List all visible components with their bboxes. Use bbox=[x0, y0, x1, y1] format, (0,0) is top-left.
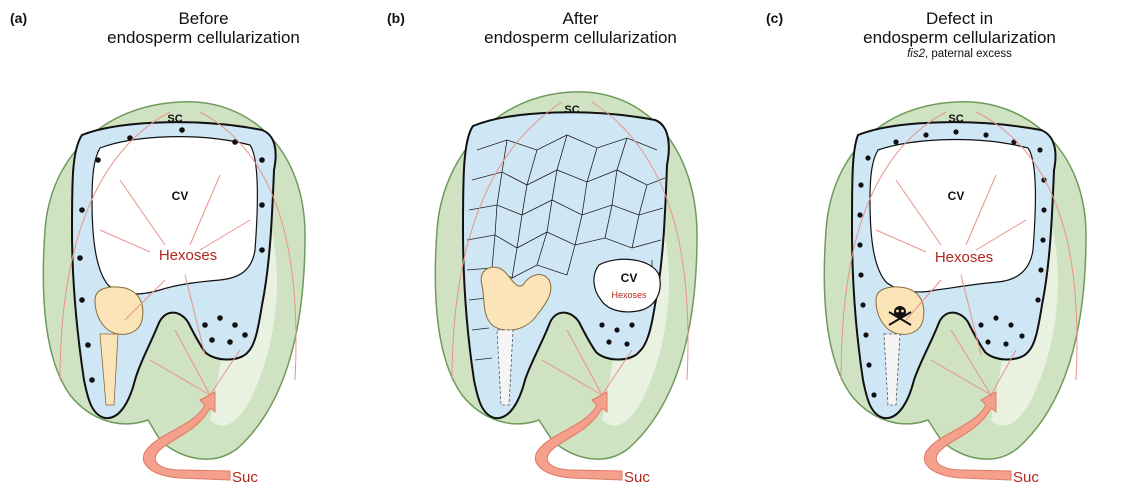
label-suc: Suc bbox=[1013, 469, 1039, 486]
label-suc: Suc bbox=[232, 469, 258, 486]
panel-b: (b) After endosperm cellularization bbox=[377, 0, 754, 494]
seed-diagram-after: SC CV Hexoses Suc bbox=[377, 0, 754, 494]
label-cv: CV bbox=[621, 271, 638, 285]
seed-diagram-defect: SC CV Hexoses Suc bbox=[756, 0, 1133, 494]
label-suc: Suc bbox=[624, 469, 650, 486]
label-hexoses: Hexoses bbox=[611, 290, 647, 300]
label-cv: CV bbox=[172, 189, 189, 203]
central-vacuole bbox=[870, 140, 1035, 292]
label-cv: CV bbox=[948, 189, 965, 203]
central-vacuole bbox=[594, 259, 660, 312]
panel-c: (c) Defect in endosperm cellularization … bbox=[756, 0, 1133, 494]
label-hexoses: Hexoses bbox=[159, 247, 217, 264]
label-sc: SC bbox=[564, 104, 579, 116]
seed-diagram-before: SC CV Hexoses Suc bbox=[0, 0, 377, 494]
label-sc: SC bbox=[167, 113, 182, 125]
panel-a: (a) Before endosperm cellularization bbox=[0, 0, 377, 494]
label-hexoses: Hexoses bbox=[935, 249, 993, 266]
label-sc: SC bbox=[948, 113, 963, 125]
central-vacuole bbox=[92, 137, 257, 294]
